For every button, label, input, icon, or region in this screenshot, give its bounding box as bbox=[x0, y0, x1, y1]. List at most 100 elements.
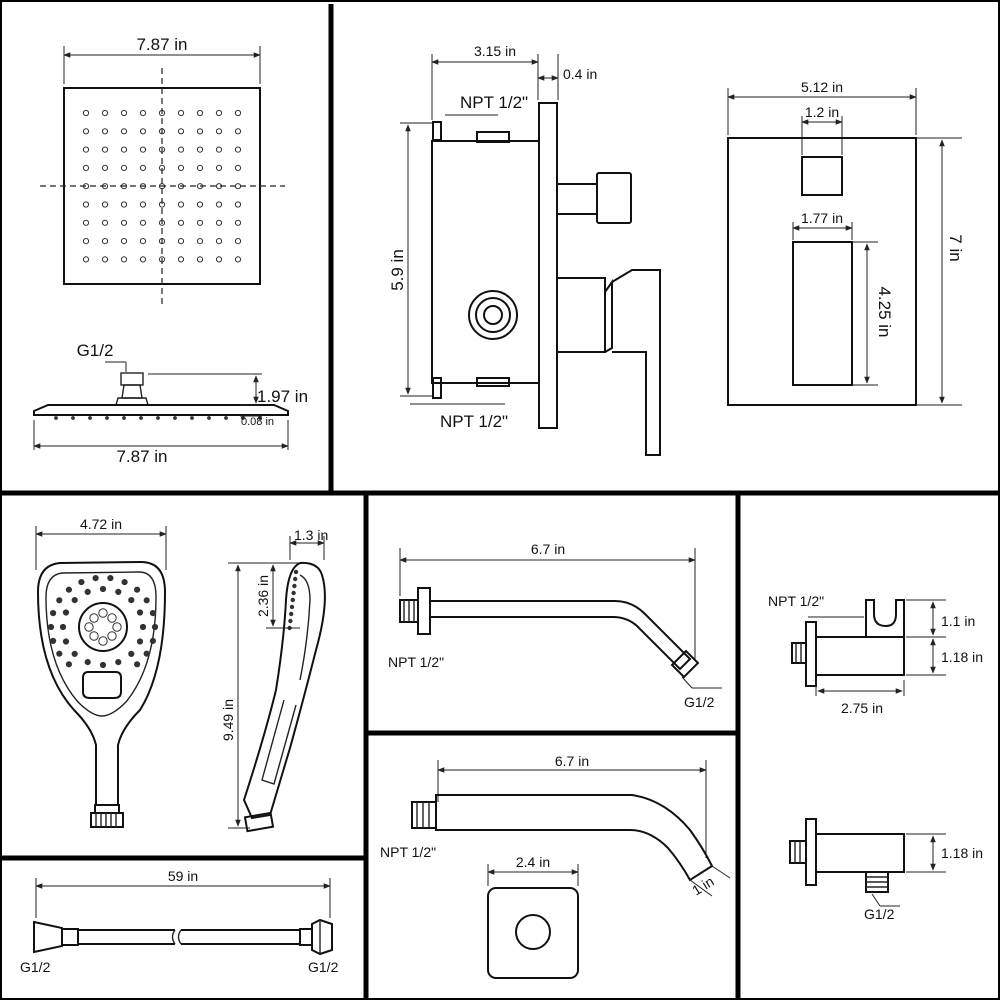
handheld-length: 9.49 in bbox=[220, 699, 236, 741]
tub-spout-body bbox=[435, 794, 714, 882]
holder-panel: NPT 1/2" 1.1 in 1.18 in 2.75 in bbox=[768, 593, 983, 716]
handheld-nozzle bbox=[99, 661, 107, 669]
rain-drip bbox=[71, 416, 75, 420]
rain-nozzle bbox=[196, 109, 204, 117]
rain-head-thickness: 0.08 in bbox=[241, 416, 274, 428]
handheld-nozzle bbox=[78, 579, 85, 586]
rain-drip bbox=[88, 416, 92, 420]
valve-handle-base bbox=[557, 277, 606, 353]
handheld-center-nozzle bbox=[89, 631, 99, 641]
holder-inlet-thread bbox=[791, 642, 807, 664]
rain-nozzle bbox=[101, 238, 109, 245]
rain-nozzle bbox=[120, 146, 128, 153]
handheld-nozzle bbox=[59, 623, 67, 631]
rain-drip bbox=[207, 416, 211, 420]
rain-nozzle bbox=[215, 146, 223, 153]
rain-drip bbox=[122, 416, 126, 420]
rain-nozzle bbox=[139, 128, 147, 135]
rain-head-profile bbox=[33, 404, 289, 416]
rain-nozzle bbox=[196, 146, 204, 153]
rain-head-top-width: 7.87 in bbox=[136, 35, 187, 54]
handheld-nozzle bbox=[107, 575, 114, 582]
handheld-center-nozzle bbox=[107, 631, 117, 641]
holder-cradle-height: 1.1 in bbox=[941, 613, 975, 629]
holder-body bbox=[815, 636, 905, 676]
rain-head-drips bbox=[54, 416, 262, 420]
rain-nozzle bbox=[234, 128, 242, 135]
rain-nozzle bbox=[120, 128, 128, 135]
rain-nozzle bbox=[234, 219, 242, 226]
valve-inlet-top: NPT 1/2" bbox=[460, 93, 528, 112]
trim-plate-slot-width: 1.77 in bbox=[801, 210, 843, 226]
valve-panel: 3.15 in 0.4 in NPT 1/2" 5.9 in NPT 1/2" bbox=[388, 43, 661, 456]
rain-drip bbox=[190, 416, 194, 420]
rain-nozzle bbox=[177, 164, 185, 171]
shower-arm-inlet: NPT 1/2" bbox=[388, 654, 444, 670]
rain-nozzle bbox=[215, 201, 223, 208]
rain-drip bbox=[156, 416, 160, 420]
rain-nozzle bbox=[139, 219, 147, 226]
valve-trim-plate-edge bbox=[538, 102, 558, 429]
rain-nozzle bbox=[101, 256, 109, 263]
handheld-nozzle bbox=[99, 585, 107, 593]
rain-nozzle bbox=[177, 201, 185, 208]
elbow-body bbox=[815, 833, 905, 873]
tub-spout-escutcheon: 2.4 in bbox=[516, 854, 550, 870]
handheld-nozzle bbox=[149, 610, 156, 617]
rain-nozzle bbox=[82, 219, 90, 226]
rain-nozzle bbox=[234, 164, 242, 171]
elbow-inlet-thread bbox=[789, 840, 807, 864]
rain-nozzle bbox=[120, 201, 128, 208]
shower-arm-outlet-thread bbox=[670, 649, 700, 679]
valve-inlet-bottom: NPT 1/2" bbox=[440, 412, 508, 431]
rain-drip bbox=[224, 416, 228, 420]
rain-head-side-width: 7.87 in bbox=[116, 447, 167, 466]
handheld-mode-button bbox=[82, 671, 122, 699]
handheld-center-nozzle bbox=[98, 608, 108, 618]
handheld-nozzle bbox=[65, 661, 73, 668]
rain-nozzle bbox=[82, 256, 90, 263]
rain-nozzle bbox=[139, 256, 147, 263]
tub-spout-escutcheon-hole bbox=[515, 914, 551, 950]
trim-plate-knob bbox=[801, 156, 843, 196]
rain-nozzle bbox=[196, 201, 204, 208]
shower-arm-outlet: G1/2 bbox=[684, 694, 715, 710]
rain-head-height: 1.97 in bbox=[257, 387, 308, 406]
tub-spout-length: 6.7 in bbox=[555, 753, 589, 769]
handheld-nozzle bbox=[65, 586, 73, 593]
rain-nozzle bbox=[234, 238, 242, 245]
rain-nozzle bbox=[215, 128, 223, 135]
shower-arm-panel: 6.7 in NPT 1/2" G1/2 bbox=[388, 541, 722, 710]
rain-nozzle bbox=[82, 164, 90, 171]
holder-inlet: NPT 1/2" bbox=[768, 593, 824, 609]
handheld-nozzle bbox=[139, 623, 147, 631]
holder-cradle bbox=[865, 599, 905, 638]
handheld-side-thread bbox=[243, 811, 275, 833]
tub-spout-panel: 6.7 in 1 in NPT 1/2" 2.4 in bbox=[380, 753, 731, 979]
handheld-side-nozzles bbox=[287, 569, 299, 631]
trim-plate-knob-width: 1.2 in bbox=[805, 104, 839, 120]
rain-nozzle bbox=[196, 219, 204, 226]
handheld-nozzle bbox=[115, 659, 122, 666]
handheld-side-nozzle bbox=[289, 611, 294, 617]
valve-body bbox=[431, 140, 540, 384]
handheld-center-nozzle bbox=[112, 622, 122, 632]
handheld-center-nozzle bbox=[98, 636, 108, 646]
valve-depth: 3.15 in bbox=[474, 43, 516, 59]
elbow-panel: 1.18 in G1/2 bbox=[789, 818, 983, 922]
rain-drip bbox=[139, 416, 143, 420]
hose-left-end bbox=[33, 920, 63, 954]
handheld-side-nozzle bbox=[293, 569, 299, 575]
handheld-nozzle bbox=[134, 661, 141, 668]
handheld-side-nozzle bbox=[291, 590, 296, 596]
hose-length: 59 in bbox=[168, 868, 198, 884]
rain-nozzle bbox=[196, 238, 204, 245]
rain-nozzle bbox=[177, 219, 185, 226]
handheld-panel: 4.72 in 1.3 in 2.36 in 9.49 in bbox=[35, 516, 328, 833]
rain-drip bbox=[258, 416, 262, 420]
handheld-nozzle bbox=[143, 597, 150, 604]
rain-drip bbox=[173, 416, 177, 420]
valve-bottom-port bbox=[476, 377, 510, 387]
rain-nozzle bbox=[120, 256, 128, 263]
